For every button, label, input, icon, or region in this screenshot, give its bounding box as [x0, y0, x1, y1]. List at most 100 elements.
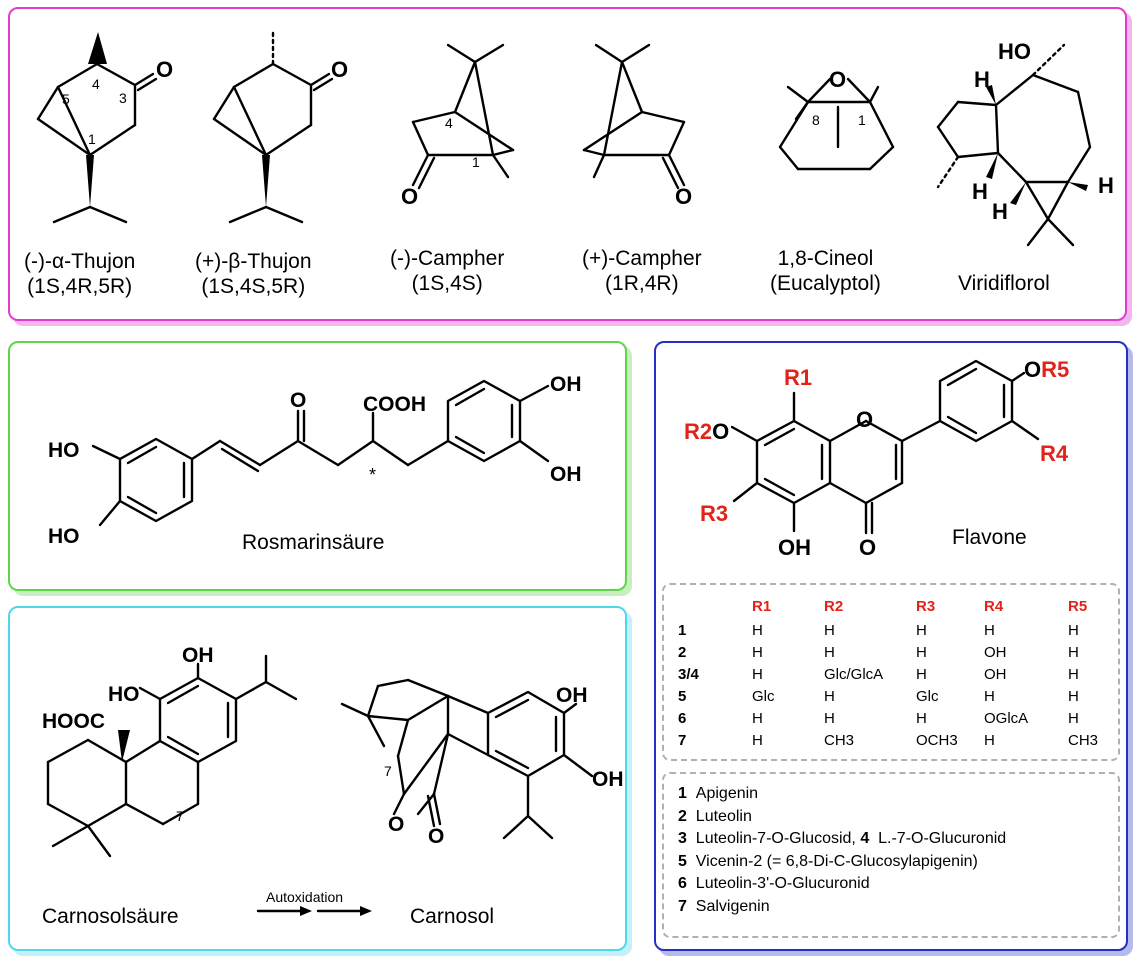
table-cell: H [824, 710, 835, 727]
carnosic-num7: 7 [176, 808, 184, 824]
table-cell: CH3 [1068, 732, 1099, 749]
flavone-5-OH: OH [778, 535, 811, 560]
table-cell: H [1068, 666, 1079, 683]
table-row-id: 6 [678, 710, 687, 727]
rosmarin-panel: HO HO O COOH OH OH * Rosmarinsäure [8, 341, 627, 591]
viridiflorol-H2: H [972, 179, 988, 204]
viridiflorol-H4: H [1098, 173, 1114, 198]
table-cell: H [916, 644, 927, 661]
table-cell: H [824, 622, 835, 639]
legend-text: Salvigenin [695, 897, 770, 915]
table-cell: CH3 [824, 732, 855, 749]
cineol-O: O [829, 67, 846, 92]
p-campher-O: O [675, 184, 692, 209]
legend-text: Luteolin-3'-O-Glucuronid [695, 875, 870, 892]
table-cell: H [752, 732, 763, 749]
viridiflorol-label: Viridiflorol [958, 271, 1050, 296]
carnosol-structure: OH OH O O 7 [340, 678, 624, 848]
table-cell: H [1068, 688, 1079, 705]
carnosic-acid-structure: OH HO HOOC 7 [42, 644, 298, 858]
rosmarin-stereo-star: * [369, 465, 376, 485]
legend-text: Vicenin-2 (= 6,8-Di-C-Glucosylapigenin) [695, 852, 978, 870]
carnosic-OH: OH [182, 644, 214, 667]
legend-id: 7 [678, 897, 687, 915]
flavone-R5: R5 [1041, 357, 1069, 382]
flavone-R1: R1 [784, 365, 812, 390]
table-row-id: 7 [678, 732, 687, 749]
a-thujon-name: (-)-α-Thujon [24, 250, 136, 273]
legend-id: 2 [678, 807, 687, 825]
table-row-id: 5 [678, 688, 687, 705]
flavone-R4: R4 [1040, 441, 1069, 466]
a-thujon-num5: 5 [62, 91, 70, 107]
rosmarin-OH-bottom: OH [550, 463, 582, 486]
cineol-num8: 8 [812, 112, 820, 128]
table-cell: H [824, 688, 835, 705]
table-row-id: 2 [678, 644, 687, 661]
cineol-name: 1,8-Cineol [777, 247, 874, 270]
p-campher-config: (1R,4R) [605, 272, 679, 295]
carnosol-carbonyl-O: O [428, 825, 444, 848]
table-cell: OGlcA [984, 710, 1029, 727]
table-cell: OH [984, 644, 1007, 661]
flavone-R2: R2 [684, 419, 712, 444]
carnosic-acid-label: Carnosolsäure [42, 905, 179, 928]
legend-text: Luteolin-7-O-Glucosid, [695, 830, 856, 847]
table-row-id: 3/4 [678, 666, 699, 683]
a-thujon-O: O [156, 57, 173, 82]
compound-legend: 1 Apigenin 2 Luteolin 3 Luteolin-7-O-Glu… [678, 783, 1118, 933]
flavone-R2-O: O [712, 419, 729, 444]
table-cell: H [984, 622, 995, 639]
table-cell: H [1068, 644, 1079, 661]
table-cell: H [1068, 622, 1079, 639]
carnosol-structures: OH HO HOOC 7 [42, 644, 624, 916]
table-cell: H [752, 644, 763, 661]
table-header-R5: R5 [1068, 598, 1088, 615]
table-cell: Glc/GlcA [824, 666, 884, 683]
flavone-structure: O O OH R1 R2O R3 R4 OR5 [684, 357, 1069, 560]
table-cell: OCH3 [916, 732, 958, 749]
m-campher-num1: 1 [472, 154, 480, 170]
b-thujon-structure: O [212, 30, 348, 224]
table-cell: H [984, 732, 995, 749]
rosmarin-HO-bottom: HO [48, 525, 80, 548]
a-thujon-num3: 3 [119, 90, 127, 106]
rosmarin-COOH: COOH [363, 393, 426, 416]
m-campher-O: O [401, 184, 418, 209]
rosmarin-label: Rosmarinsäure [242, 531, 385, 554]
b-thujon-config: (1S,4S,5R) [201, 275, 306, 298]
viridiflorol-name: Viridiflorol [958, 272, 1050, 295]
p-campher-label: (+)-Campher (1R,4R) [582, 246, 702, 296]
carnosic-HO: HO [108, 683, 140, 706]
legend-id: 1 [678, 785, 687, 802]
carnosic-HOOC: HOOC [42, 710, 105, 733]
viridiflorol-structure: HO H H H H [936, 39, 1114, 247]
flavone-ketone-O: O [859, 535, 876, 560]
terpene-structures: O 4 3 5 1 O [36, 30, 1114, 247]
flavone-ring-O: O [856, 407, 873, 432]
flavone-panel: O O OH R1 R2O R3 R4 OR5 Flavone R1 R2 R3… [654, 341, 1128, 951]
substituent-table-box [662, 583, 1120, 761]
flavone-R5-O: O [1024, 357, 1041, 382]
table-cell: H [1068, 710, 1079, 727]
table-cell: H [824, 644, 835, 661]
cineol-label: 1,8-Cineol (Eucalyptol) [770, 246, 881, 296]
flavone-R3: R3 [700, 501, 728, 526]
table-cell: OH [984, 666, 1007, 683]
table-cell: H [916, 710, 927, 727]
table-cell: H [752, 666, 763, 683]
cineol-structure: O 8 1 [778, 67, 895, 171]
a-thujon-label: (-)-α-Thujon (1S,4R,5R) [24, 249, 135, 299]
table-cell: H [752, 710, 763, 727]
rosmarin-OH-top: OH [550, 373, 582, 396]
carnosol-OH-bottom: OH [592, 768, 624, 791]
flavone-R2O: R2O [684, 419, 729, 444]
p-campher-name: (+)-Campher [582, 247, 702, 270]
b-thujon-O: O [331, 57, 348, 82]
table-cell: H [916, 666, 927, 683]
flavone-label: Flavone [952, 526, 1027, 549]
viridiflorol-H3: H [992, 199, 1008, 224]
substituent-table: R1 R2 R3 R4 R5 1 H H H H H 2 H H H OH H … [678, 593, 1118, 753]
rosmarin-keto-O: O [290, 389, 306, 412]
table-header-R4: R4 [984, 598, 1004, 615]
